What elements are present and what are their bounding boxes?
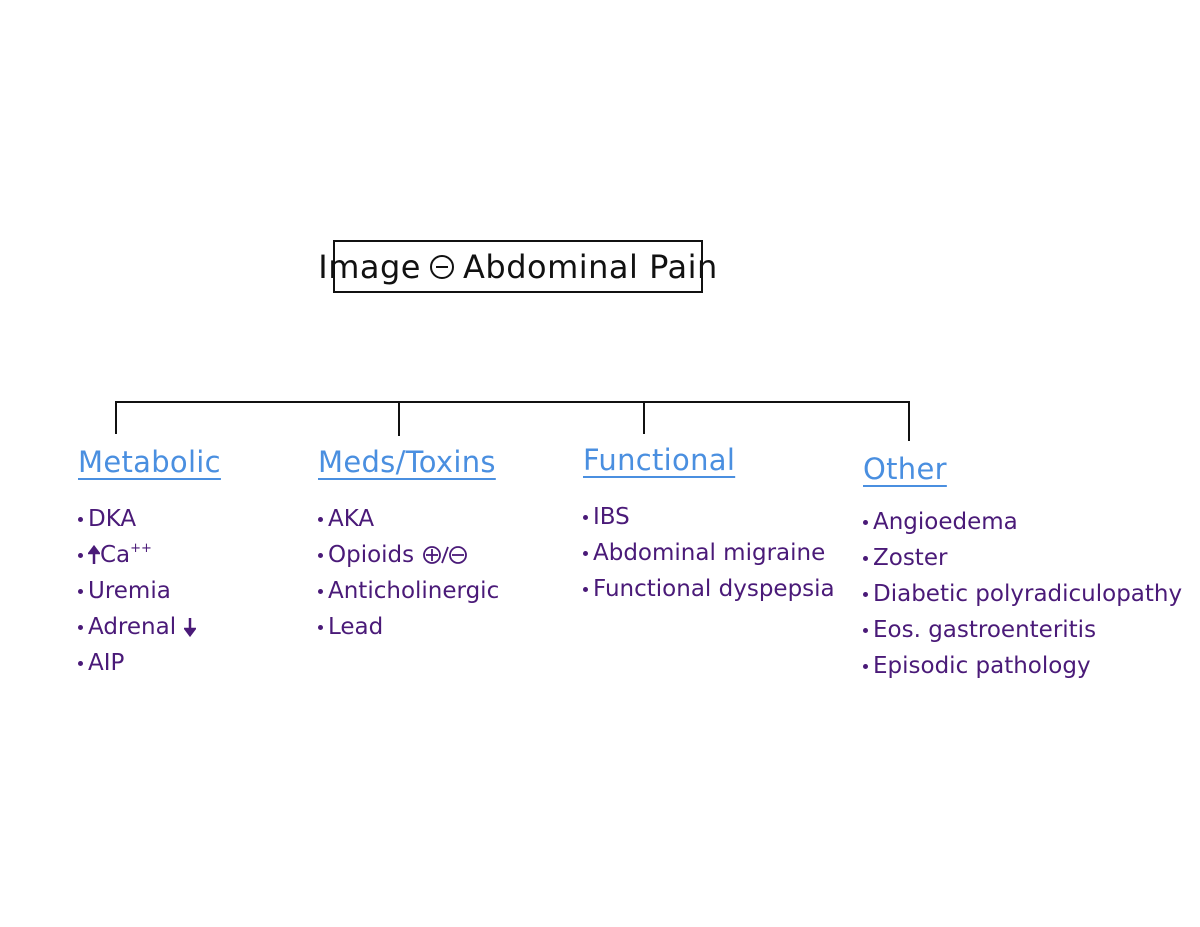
bullet bbox=[78, 660, 83, 666]
bullet bbox=[318, 552, 323, 558]
bullet bbox=[583, 586, 588, 592]
bullet bbox=[78, 552, 83, 558]
bullet bbox=[318, 516, 323, 522]
item-text: Diabetic polyradiculopathy bbox=[873, 581, 1183, 607]
category-items: AKA Opioids Anticholinergic Lead bbox=[318, 501, 608, 645]
list-item: Ca++ bbox=[78, 537, 368, 573]
bullet bbox=[863, 627, 868, 633]
item-text: DKA bbox=[88, 506, 137, 532]
item-text: Uremia bbox=[88, 578, 171, 604]
list-item: Zoster bbox=[863, 540, 1193, 576]
list-item: Adrenal bbox=[78, 609, 368, 645]
list-item: Abdominal migraine bbox=[583, 535, 873, 571]
category-functional: Functional IBS Abdominal migraine Functi… bbox=[583, 443, 873, 607]
root-node: Image Abdominal Pain bbox=[318, 240, 717, 293]
bullet bbox=[318, 624, 323, 630]
category-meds-toxins: Meds/Toxins AKA Opioids Anticholinergic … bbox=[318, 445, 608, 645]
bullet bbox=[78, 624, 83, 630]
item-text: Adrenal bbox=[88, 614, 177, 640]
plus-minus-circle-icon bbox=[422, 544, 468, 566]
item-text: IBS bbox=[593, 504, 630, 530]
item-text: Ca bbox=[100, 542, 131, 568]
bullet bbox=[863, 555, 868, 561]
category-items: IBS Abdominal migraine Functional dyspep… bbox=[583, 499, 873, 607]
item-text: AIP bbox=[88, 650, 125, 676]
bullet bbox=[583, 514, 588, 520]
list-item: Uremia bbox=[78, 573, 368, 609]
item-text: Episodic pathology bbox=[873, 653, 1091, 679]
bullet bbox=[78, 516, 83, 522]
up-arrow-icon bbox=[88, 545, 100, 565]
category-items: Angioedema Zoster Diabetic polyradiculop… bbox=[863, 504, 1193, 684]
item-text: Zoster bbox=[873, 545, 948, 571]
list-item: DKA bbox=[78, 501, 368, 537]
item-superscript: ++ bbox=[130, 541, 152, 556]
bullet bbox=[863, 663, 868, 669]
item-text: Opioids bbox=[328, 542, 415, 568]
list-item: AKA bbox=[318, 501, 608, 537]
bullet bbox=[863, 591, 868, 597]
list-item: Angioedema bbox=[863, 504, 1193, 540]
item-text: Functional dyspepsia bbox=[593, 576, 835, 602]
item-text: Anticholinergic bbox=[328, 578, 500, 604]
item-text: Abdominal migraine bbox=[593, 540, 826, 566]
item-text: Eos. gastroenteritis bbox=[873, 617, 1097, 643]
bullet bbox=[318, 588, 323, 594]
root-title-left: Image bbox=[318, 247, 421, 286]
list-item: Eos. gastroenteritis bbox=[863, 612, 1193, 648]
item-text: Angioedema bbox=[873, 509, 1018, 535]
category-heading: Other bbox=[863, 452, 947, 486]
category-other: Other Angioedema Zoster Diabetic polyrad… bbox=[863, 452, 1193, 684]
list-item: Episodic pathology bbox=[863, 648, 1193, 684]
category-heading: Metabolic bbox=[78, 445, 221, 479]
category-heading: Functional bbox=[583, 443, 736, 477]
list-item: IBS bbox=[583, 499, 873, 535]
list-item: Diabetic polyradiculopathy bbox=[863, 576, 1193, 612]
item-text: AKA bbox=[328, 506, 375, 532]
list-item: Lead bbox=[318, 609, 608, 645]
list-item: Opioids bbox=[318, 537, 608, 573]
item-text: Lead bbox=[328, 614, 384, 640]
root-title-right: Abdominal Pain bbox=[462, 247, 718, 286]
bullet bbox=[78, 588, 83, 594]
category-heading: Meds/Toxins bbox=[318, 445, 496, 479]
category-metabolic: Metabolic DKA Ca++ Uremia Adrenal AIP bbox=[78, 445, 368, 681]
bullet bbox=[863, 519, 868, 525]
list-item: Functional dyspepsia bbox=[583, 571, 873, 607]
category-items: DKA Ca++ Uremia Adrenal AIP bbox=[78, 501, 368, 681]
bullet bbox=[583, 550, 588, 556]
down-arrow-icon bbox=[184, 617, 197, 637]
list-item: Anticholinergic bbox=[318, 573, 608, 609]
list-item: AIP bbox=[78, 645, 368, 681]
minus-circle-icon bbox=[429, 254, 455, 280]
